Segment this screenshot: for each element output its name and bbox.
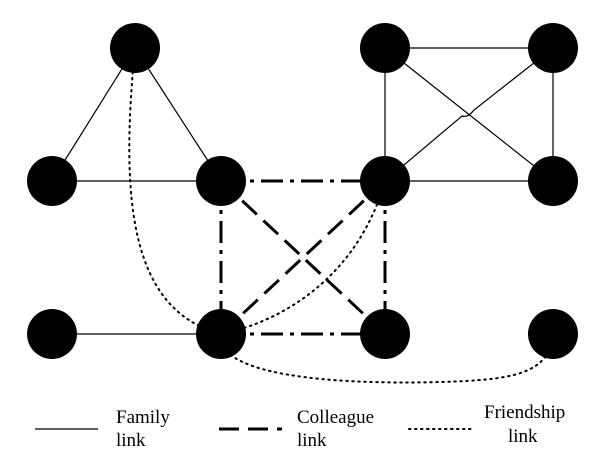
family-edge — [51, 47, 136, 182]
node — [528, 309, 578, 359]
node — [528, 156, 578, 206]
colleague-edge — [219, 179, 387, 336]
nodes — [27, 23, 578, 359]
node — [110, 23, 160, 73]
node — [360, 156, 410, 206]
friendship-edge — [219, 333, 554, 384]
node — [360, 309, 410, 359]
family-edge — [384, 47, 554, 182]
friendship-links — [128, 47, 554, 384]
legend-friendship-label-line2: link — [508, 426, 538, 447]
family-links — [51, 47, 554, 335]
colleague-edge — [219, 179, 387, 336]
node — [27, 156, 77, 206]
node — [360, 23, 410, 73]
node — [528, 23, 578, 73]
family-edge — [134, 47, 222, 182]
friendship-edge — [128, 47, 222, 335]
legend-friendship-label-line1: Friendship — [484, 402, 565, 423]
legend-colleague-label-line1: Colleague — [297, 407, 374, 428]
legend-family-label-line1: Family — [116, 407, 170, 428]
node — [27, 309, 77, 359]
node — [196, 156, 246, 206]
legend-family-label-line2: link — [116, 430, 146, 451]
node — [196, 309, 246, 359]
legend-colleague-label-line2: link — [297, 430, 327, 451]
colleague-links — [219, 179, 387, 336]
legend: Family link Colleague link Friendship li… — [35, 402, 565, 451]
